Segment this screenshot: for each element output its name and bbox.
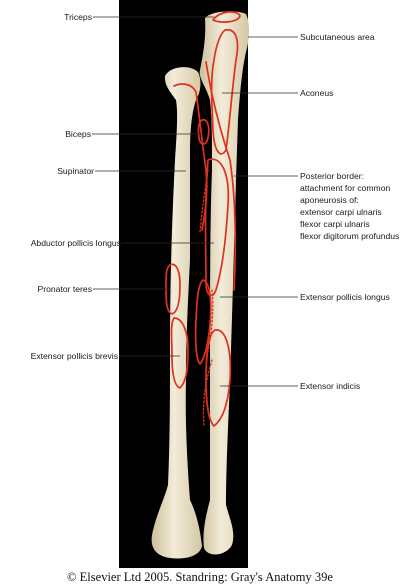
copyright-credit: © Elsevier Ltd 2005. Standring: Gray's A… <box>67 570 333 584</box>
label-biceps: Biceps <box>65 129 91 139</box>
extensor-pollicis-longus-attachment <box>194 279 212 365</box>
pronator-teres-attachment <box>165 263 181 315</box>
extensor-indicis-dotted <box>202 359 213 426</box>
aconeus-attachment <box>210 29 239 155</box>
triceps-attachment <box>212 11 241 23</box>
label-posterior-border-line-1: Posterior border: <box>300 171 364 181</box>
label-extensor-indicis: Extensor indicis <box>300 381 360 391</box>
label-abductor-pollicis-longus: Abductor pollicis longus <box>31 238 121 248</box>
ulna-bone <box>199 11 249 555</box>
label-posterior-border-line-5: flexor carpi ulnaris <box>300 219 370 229</box>
label-posterior-border-line-2: attachment for common <box>300 183 390 193</box>
radius-bone <box>151 67 202 559</box>
label-extensor-pollicis-brevis: Extensor pollicis brevis <box>31 351 118 361</box>
label-posterior-border-line-6: flexor digitorum profundus <box>300 231 399 241</box>
abductor-pollicis-longus-attachment <box>204 158 230 297</box>
extensor-indicis-attachment <box>205 329 232 427</box>
label-posterior-border-line-3: aponeurosis of: <box>300 195 359 205</box>
label-triceps: Triceps <box>64 12 92 22</box>
ulna-crest-line <box>205 61 237 291</box>
label-extensor-pollicis-longus: Extensor pollicis longus <box>300 292 390 302</box>
label-supinator: Supinator <box>57 166 94 176</box>
label-posterior-border-line-4: extensor carpi ulnaris <box>300 207 382 217</box>
extensor-pollicis-longus-dotted <box>205 289 214 361</box>
extensor-pollicis-brevis-attachment <box>170 317 189 389</box>
label-subcutaneous-area: Subcutaneous area <box>300 32 375 42</box>
label-pronator-teres: Pronator teres <box>38 284 92 294</box>
label-aconeus: Aconeus <box>300 88 333 98</box>
